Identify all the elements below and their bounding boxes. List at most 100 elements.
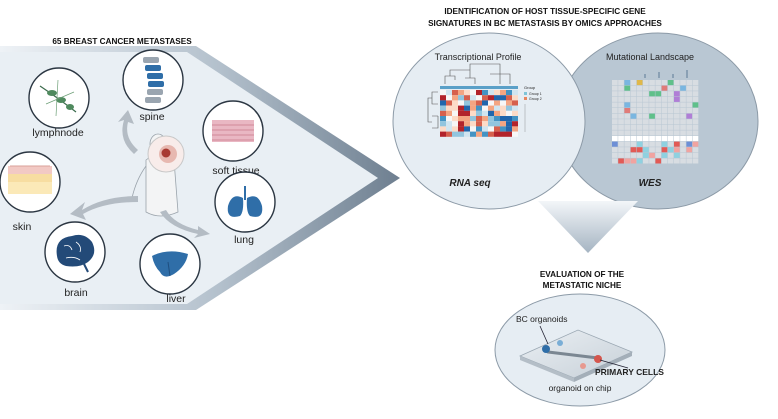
oncoplot-cell (692, 136, 699, 142)
oncoplot-cell (667, 147, 674, 153)
heatmap-cell (476, 110, 482, 116)
oncoplot-cell (649, 91, 655, 97)
heatmap-cell (458, 105, 464, 111)
heatmap-cell (512, 110, 518, 116)
heatmap-cell (464, 95, 470, 101)
oncoplot-cell (680, 147, 686, 153)
heatmap-cell (512, 95, 518, 101)
oncoplot-cell (649, 113, 655, 119)
oncoplot-cell (636, 102, 643, 108)
oncoplot-cell (686, 119, 693, 125)
oncoplot-cell (630, 124, 637, 130)
oncoplot-cell (680, 158, 686, 164)
oncoplot-cell (624, 91, 631, 97)
heatmap-cell (500, 110, 506, 116)
heatmap-cell (506, 121, 512, 127)
omics-title-line2: SIGNATURES IN BC METASTASIS BY OMICS APP… (428, 19, 662, 28)
mutational-title: Mutational Landscape (606, 52, 694, 62)
oncoplot-cell (636, 124, 643, 130)
oncoplot-cell (630, 85, 637, 91)
oncoplot-cell (692, 147, 699, 153)
oncoplot-cell (674, 96, 680, 102)
heatmap-cell (482, 95, 488, 101)
heatmap-cell (494, 90, 500, 96)
omics-title-line1: IDENTIFICATION OF HOST TISSUE-SPECIFIC G… (444, 7, 646, 16)
oncoplot-cell (667, 141, 674, 147)
heatmap-cell (482, 121, 488, 127)
oncoplot-cell (686, 141, 693, 147)
heatmap-cell (440, 100, 446, 106)
oncoplot-cell (643, 96, 649, 102)
oncoplot-cell (618, 152, 624, 158)
oncoplot-cell (674, 91, 680, 97)
heatmap-cell (476, 121, 482, 127)
lung-label: lung (234, 234, 254, 246)
heatmap-cell (494, 100, 500, 106)
oncoplot-cell (643, 80, 649, 86)
oncoplot-cell (618, 124, 624, 130)
oncoplot-cell (692, 130, 699, 136)
oncoplot-cell (612, 130, 618, 136)
oncoplot-cell (692, 152, 699, 158)
heatmap-cell (494, 126, 500, 132)
oncoplot-cell (674, 80, 680, 86)
heatmap-cell (452, 90, 458, 96)
heatmap-cell (500, 95, 506, 101)
oncoplot-cell (680, 124, 686, 130)
oncoplot-cell (655, 113, 662, 119)
oncoplot-cell (636, 96, 643, 102)
oncoplot-cell (667, 85, 674, 91)
oncoplot-cell (636, 80, 643, 86)
heatmap-cell (482, 131, 488, 137)
heatmap-cell (452, 121, 458, 127)
oncoplot-cell (649, 80, 655, 86)
oncoplot-cell (655, 96, 662, 102)
oncoplot-cell (692, 124, 699, 130)
oncoplot-cell (618, 158, 624, 164)
oncoplot-cell (680, 85, 686, 91)
heatmap-cell (500, 131, 506, 137)
oncoplot-cell (649, 130, 655, 136)
soft-tissue-icon (212, 120, 254, 142)
oncoplot-cell (618, 85, 624, 91)
oncoplot-cell (636, 152, 643, 158)
oncoplot-cell (661, 158, 668, 164)
oncoplot-cell (680, 102, 686, 108)
oncoplot-cell (624, 130, 631, 136)
spine-node: spine (122, 49, 184, 123)
legend-colorbar (524, 104, 526, 132)
heatmap-cell (458, 100, 464, 106)
oncoplot-cell (686, 158, 693, 164)
heatmap-legend: Group Group 1 Group 2 (524, 85, 542, 132)
heatmap (440, 90, 518, 137)
oncoplot-cell (630, 152, 637, 158)
oncoplot-cell (674, 141, 680, 147)
liver-label: liver (166, 293, 186, 305)
heatmap-cell (512, 131, 518, 137)
oncoplot-cell (674, 119, 680, 125)
soft-tissue-node: soft tissue (202, 100, 264, 177)
omics-section: IDENTIFICATION OF HOST TISSUE-SPECIFIC G… (392, 7, 759, 210)
heatmap-cell (446, 95, 452, 101)
heatmap-cell (458, 116, 464, 122)
heatmap-cell (446, 100, 452, 106)
heatmap-cell (512, 100, 518, 106)
oncoplot-cell (655, 91, 662, 97)
oncoplot-cell (630, 80, 637, 86)
oncoplot-cell (692, 119, 699, 125)
heatmap-cell (440, 90, 446, 96)
oncoplot-cell (655, 136, 662, 142)
organoid-on-chip-label: organoid on chip (549, 383, 612, 393)
heatmap-cell (506, 110, 512, 116)
heatmap-cell (494, 121, 500, 127)
oncoplot-cell (643, 124, 649, 130)
oncoplot-cell (680, 136, 686, 142)
heatmap-cell (512, 121, 518, 127)
heatmap-cell (494, 131, 500, 137)
heatmap-cell (476, 131, 482, 137)
oncoplot-cell (624, 108, 631, 114)
oncoplot-cell (636, 158, 643, 164)
heatmap-cell (464, 90, 470, 96)
heatmap-cell (512, 105, 518, 111)
oncoplot-cell (636, 136, 643, 142)
